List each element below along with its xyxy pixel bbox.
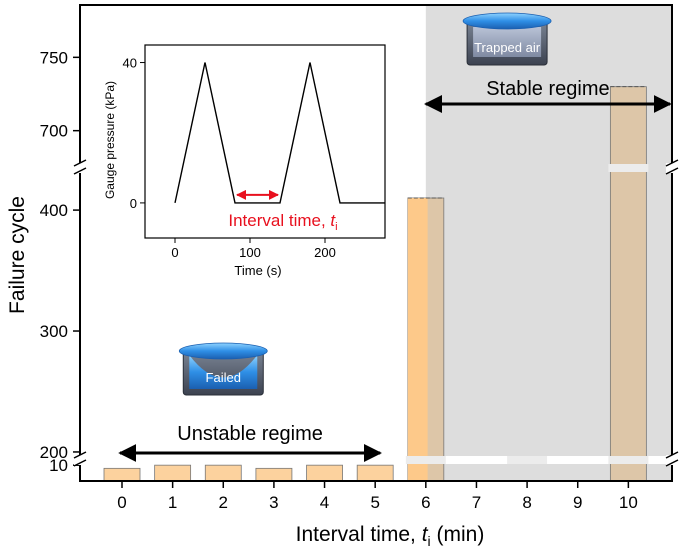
x-axis-label-variable: t: [422, 523, 429, 546]
lens-insets: Failed Trapped air: [178, 12, 552, 396]
x-tick-label-1: 1: [168, 493, 177, 512]
axis-break-mask-0-0: [74, 455, 86, 465]
lens-top-1: [462, 12, 552, 30]
axis-break-slash-b-1-0: [73, 167, 87, 175]
axis-break-slash-a-0-0: [73, 451, 87, 459]
x-axis-label-subscript: i: [428, 533, 431, 549]
x-tick-label-7: 7: [472, 493, 481, 512]
x-tick-label-8: 8: [522, 493, 531, 512]
bar-4: [306, 464, 343, 482]
x-axis-label-unit: (min): [431, 523, 485, 546]
x-axis-label: Interval time, ti (min): [296, 523, 485, 549]
lens-inset-1: Trapped air: [462, 12, 552, 66]
y-tick-label-700: 700: [40, 122, 68, 141]
inset-ticks: 0 100 200 0 40: [123, 56, 336, 260]
bar-2: [204, 464, 242, 482]
x-tick-label-6: 6: [421, 493, 430, 512]
inset-frame: [144, 44, 386, 239]
y-axis-label: Failure cycle: [6, 196, 29, 314]
inset-y-tick-label-40: 40: [123, 56, 137, 71]
interval-time-annotation-variable: t: [330, 211, 336, 230]
inset-y-axis-label: Gauge pressure (kPa): [103, 81, 117, 199]
axis-break-slash-b-0-0: [73, 459, 87, 467]
interval-time-annotation-subscript: i: [335, 221, 337, 233]
lens-inset-0: Failed: [178, 342, 268, 396]
regime-label-1: Stable regime: [486, 78, 609, 100]
bar-5: [356, 464, 394, 482]
x-axis-label-text: Interval time,: [296, 523, 422, 546]
pressure-curve: [174, 62, 385, 204]
y-tick-label-400: 400: [40, 201, 68, 220]
interval-time-annotation: Interval time, ti: [228, 211, 337, 233]
x-tick-label-9: 9: [573, 493, 582, 512]
bar-1: [154, 464, 192, 482]
x-tick-label-5: 5: [370, 493, 379, 512]
x-tick-label-10: 10: [619, 493, 638, 512]
lens-label-1: Trapped air: [474, 40, 541, 55]
axis-break-slash-b-0-1: [665, 459, 679, 467]
bar-series: [103, 86, 647, 482]
bar-6-highlight: [407, 198, 428, 481]
axis-break-slash-a-1-0: [73, 159, 87, 167]
bar-break-10-0: [608, 456, 649, 464]
bar-3: [255, 467, 293, 482]
x-tick-label-3: 3: [269, 493, 278, 512]
regime-label-0: Unstable regime: [177, 423, 323, 445]
bar-break-6-0: [405, 456, 446, 464]
axis-break-slash-a-1-1: [665, 159, 679, 167]
trapped-air-1: [473, 27, 542, 57]
x-tick-label-0: 0: [117, 493, 126, 512]
lens-label-0: Failed: [206, 370, 241, 385]
inset-y-tick-label-0: 0: [130, 196, 137, 211]
bar-break-8-0: [507, 456, 548, 464]
plot-frame: [79, 4, 673, 482]
bar-10: [609, 86, 647, 482]
lens-top-0: [178, 342, 268, 360]
inset-x-tick-label-0: 0: [171, 245, 178, 260]
regime-annotations: Unstable regime Stable regime: [118, 78, 672, 462]
x-axis-ticks: 0 1 2 3 4 5 6 7 8 9 10: [117, 481, 638, 512]
axis-break-gap-0: [84, 456, 668, 464]
interval-time-annotation-text: Interval time,: [228, 211, 330, 230]
bar-0: [103, 467, 141, 482]
axis-break-slash-b-1-1: [665, 167, 679, 175]
y-tick-label-750: 750: [40, 48, 68, 67]
inset-x-tick-label-200: 200: [314, 245, 336, 260]
inset-pressure-chart: 0 100 200 0 40 Interval time, ti Time (s) Ga…: [103, 44, 386, 278]
axis-break-mask-0-1: [666, 455, 678, 465]
y-tick-label-200: 200: [40, 443, 68, 462]
x-tick-label-4: 4: [320, 493, 329, 512]
axis-break-mask-1-1: [666, 163, 678, 173]
y-tick-label-300: 300: [40, 322, 68, 341]
y-tick-label-10: 10: [49, 456, 68, 475]
x-tick-label-2: 2: [219, 493, 228, 512]
axis-break-slash-a-0-1: [665, 451, 679, 459]
failed-membrane-0: [189, 355, 258, 389]
axis-break-mask-1-0: [74, 163, 86, 173]
bar-break-10-1: [608, 164, 649, 172]
main-axes: [79, 4, 673, 482]
inset-x-tick-label-100: 100: [239, 245, 261, 260]
inset-x-axis-label: Time (s): [234, 263, 281, 278]
